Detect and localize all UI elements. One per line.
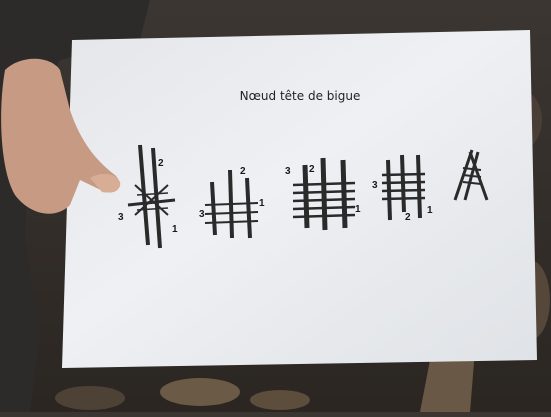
figure-3-label-2: 2 <box>309 164 315 175</box>
figure-4-label-2: 2 <box>405 212 411 223</box>
figure-4-drawing <box>382 155 425 220</box>
figure-1-label-3: 3 <box>118 212 124 223</box>
sheet-title: Nœud tête de bigue <box>230 89 370 103</box>
figure-1-label-1: 1 <box>172 224 178 235</box>
figure-4-label-1: 1 <box>427 205 433 216</box>
figure-3-label-3: 3 <box>285 166 291 177</box>
figure-2-label-3: 3 <box>199 209 205 220</box>
figure-2-label-1: 1 <box>259 198 265 209</box>
figure-2-label-2: 2 <box>240 166 246 177</box>
figure-3-label-1: 1 <box>355 204 361 215</box>
figure-1-label-2: 2 <box>158 158 164 169</box>
figure-4-label-3: 3 <box>372 180 378 191</box>
